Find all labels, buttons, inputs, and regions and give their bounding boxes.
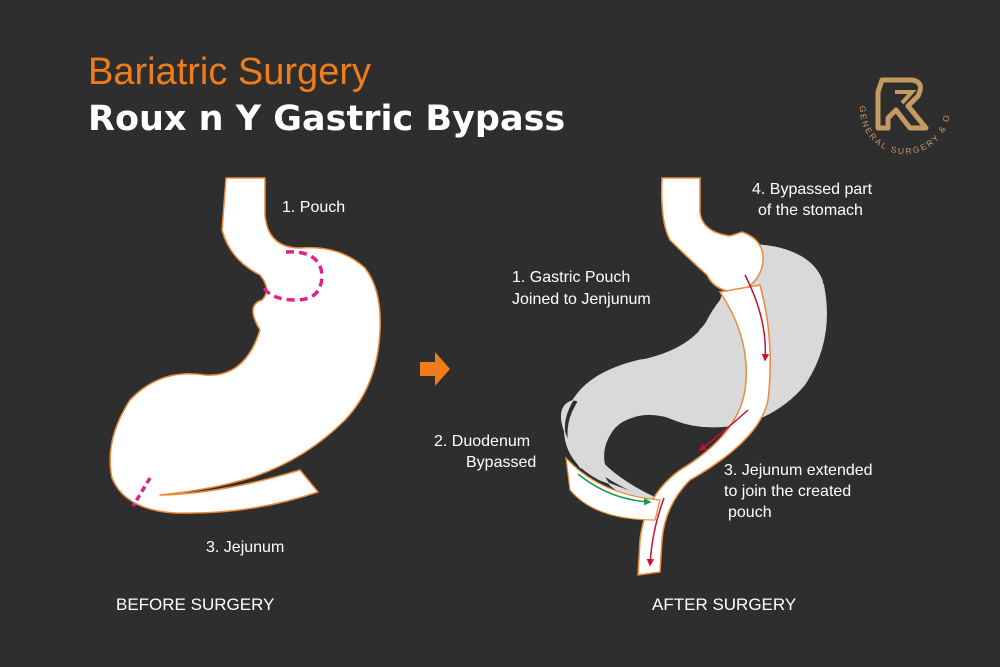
- label-pouch: 1. Pouch: [282, 199, 345, 216]
- caption-before: BEFORE SURGERY: [116, 595, 274, 614]
- label-duodenum-bypassed-2: Bypassed: [466, 454, 536, 471]
- caption-after: AFTER SURGERY: [652, 595, 796, 614]
- stomach-after: [560, 177, 827, 576]
- food-path-arrow: [698, 409, 749, 451]
- duodenum-marker: [131, 477, 152, 507]
- title: Bariatric Surgery: [88, 51, 371, 93]
- food-path-arrow: [646, 497, 665, 567]
- label-jejunum: 3. Jejunum: [206, 539, 284, 556]
- label-jejunum-extended-3: pouch: [728, 504, 772, 521]
- stomach-before: [109, 177, 381, 514]
- subtitle: Roux n Y Gastric Bypass: [88, 99, 565, 139]
- label-gastric-pouch-2: Joined to Jenjunum: [512, 291, 651, 308]
- label-bypassed-2: of the stomach: [758, 202, 863, 219]
- food-path-arrow: [744, 274, 770, 362]
- label-gastric-pouch-1: 1. Gastric Pouch: [512, 269, 630, 286]
- label-bypassed-1: 4. Bypassed part: [752, 181, 873, 198]
- pouch-marker: [262, 250, 324, 302]
- label-duodenum: 2. Duodenum: [150, 436, 246, 453]
- label-duodenum-bypassed-1: 2. Duodenum: [434, 433, 530, 450]
- arrow-right-icon: [420, 352, 450, 386]
- label-jejunum-extended-2: to join the created: [724, 483, 851, 500]
- label-jejunum-extended-1: 3. Jejunum extended: [724, 462, 873, 479]
- bile-path-arrow: [577, 473, 652, 506]
